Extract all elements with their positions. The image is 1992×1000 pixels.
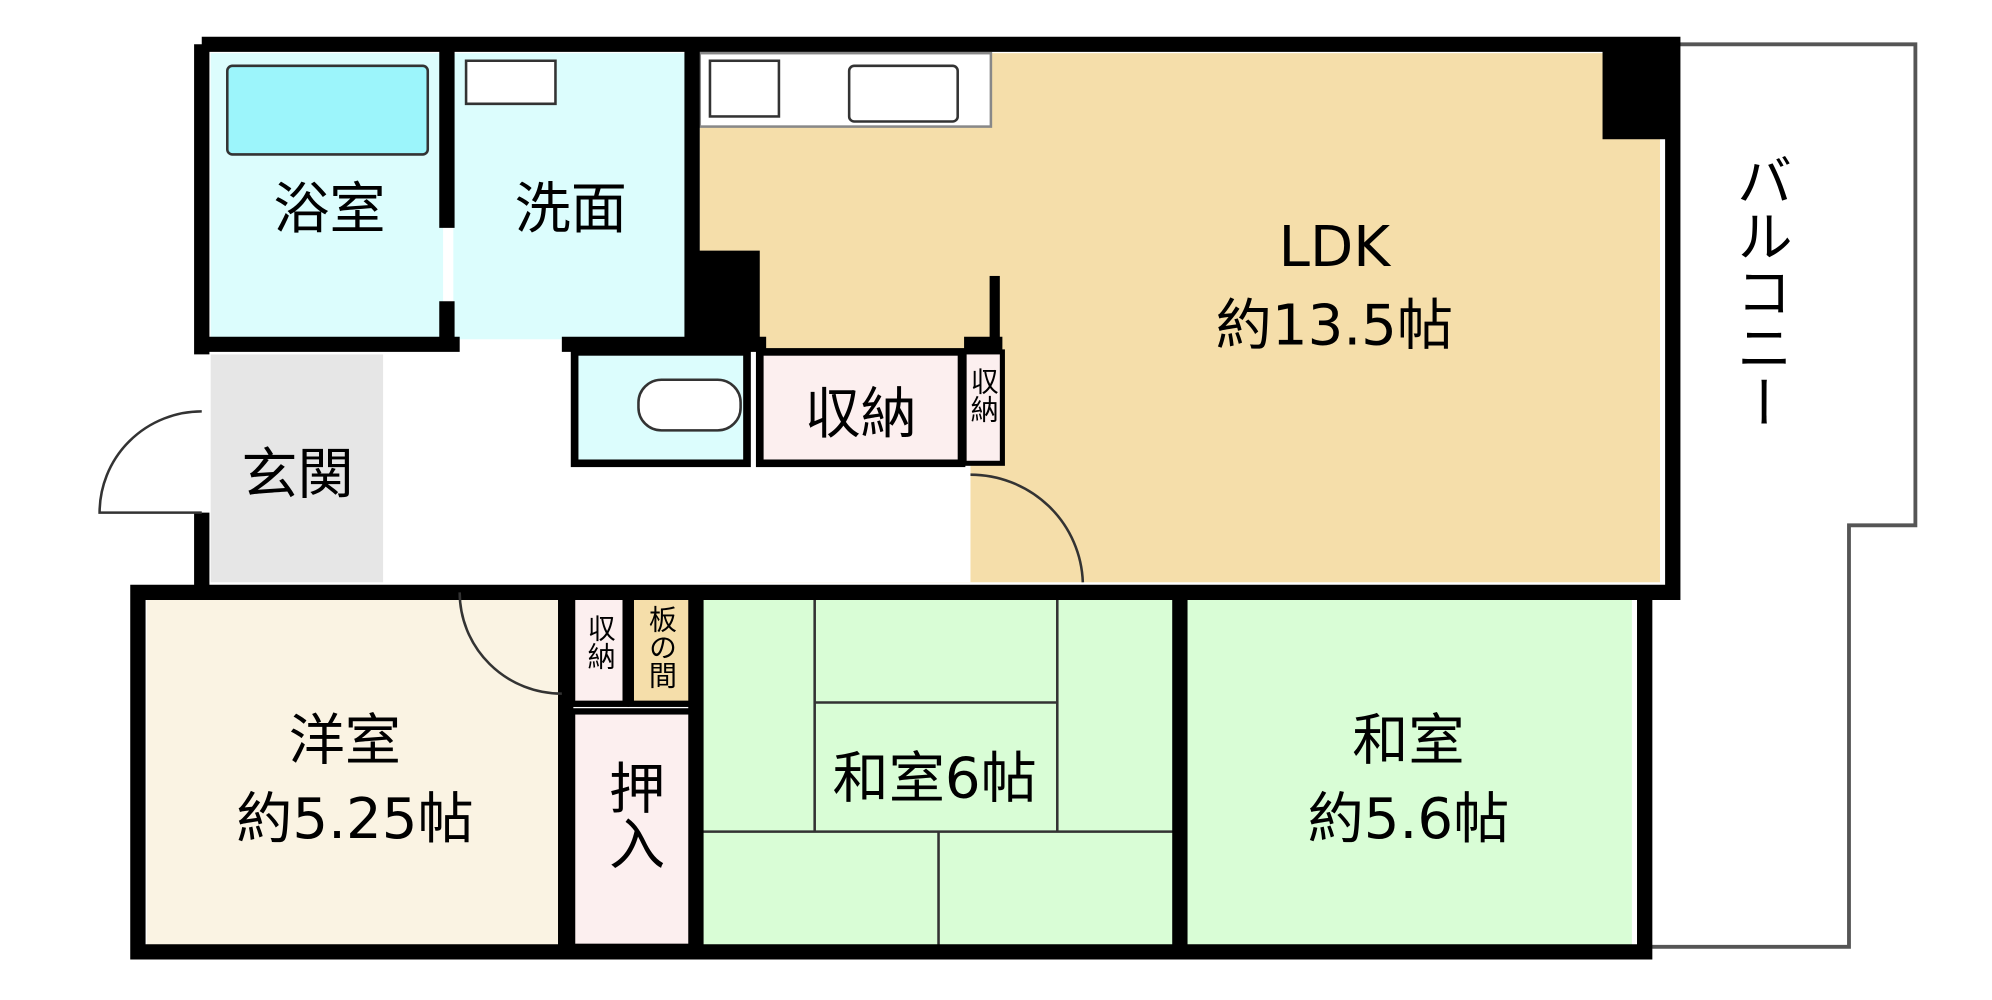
western-label: 洋室	[289, 709, 401, 774]
tatami-lines	[699, 592, 1175, 947]
storage-label: 収納	[804, 382, 916, 447]
sink-icon	[464, 59, 557, 106]
oshiire	[568, 708, 696, 950]
ldk-size: 約13.5帖	[1216, 294, 1453, 359]
ldk-label: LDK	[1279, 215, 1392, 280]
washitsu-5-6	[1184, 592, 1632, 947]
bath-label: 浴室	[273, 177, 385, 242]
kitchen-sink-icon	[847, 64, 959, 123]
entrance-door[interactable]	[98, 410, 202, 514]
bathtub	[226, 64, 430, 156]
entrance-label: 玄関	[241, 443, 353, 508]
wall	[989, 275, 1000, 346]
balcony-outline	[1644, 42, 1918, 949]
small-storage	[961, 349, 1005, 466]
washitsu6-label: 和室6帖	[833, 747, 1037, 812]
washitsu-label: 和室	[1352, 709, 1464, 774]
oshiire-label: 押入	[599, 759, 664, 870]
western-door[interactable]	[458, 592, 562, 695]
western-storage-label: 収納	[584, 614, 617, 670]
walls	[130, 36, 1681, 960]
storage-room	[755, 348, 966, 468]
western-size: 約5.25帖	[236, 787, 473, 852]
toilet-icon	[637, 378, 742, 432]
stove-icon	[708, 59, 781, 118]
washitsu-size: 約5.6帖	[1308, 787, 1510, 852]
western-room	[146, 592, 566, 947]
pillar	[689, 250, 760, 342]
small-storage-label: 収納	[967, 367, 1000, 423]
entrance-floor	[210, 354, 384, 583]
balcony-label: バルコニー	[1727, 152, 1792, 430]
pillar	[1602, 44, 1673, 140]
washroom-label: 洗面	[515, 177, 627, 242]
ldk-door[interactable]	[970, 473, 1085, 583]
wood-floor-label: 板の間	[645, 605, 678, 689]
